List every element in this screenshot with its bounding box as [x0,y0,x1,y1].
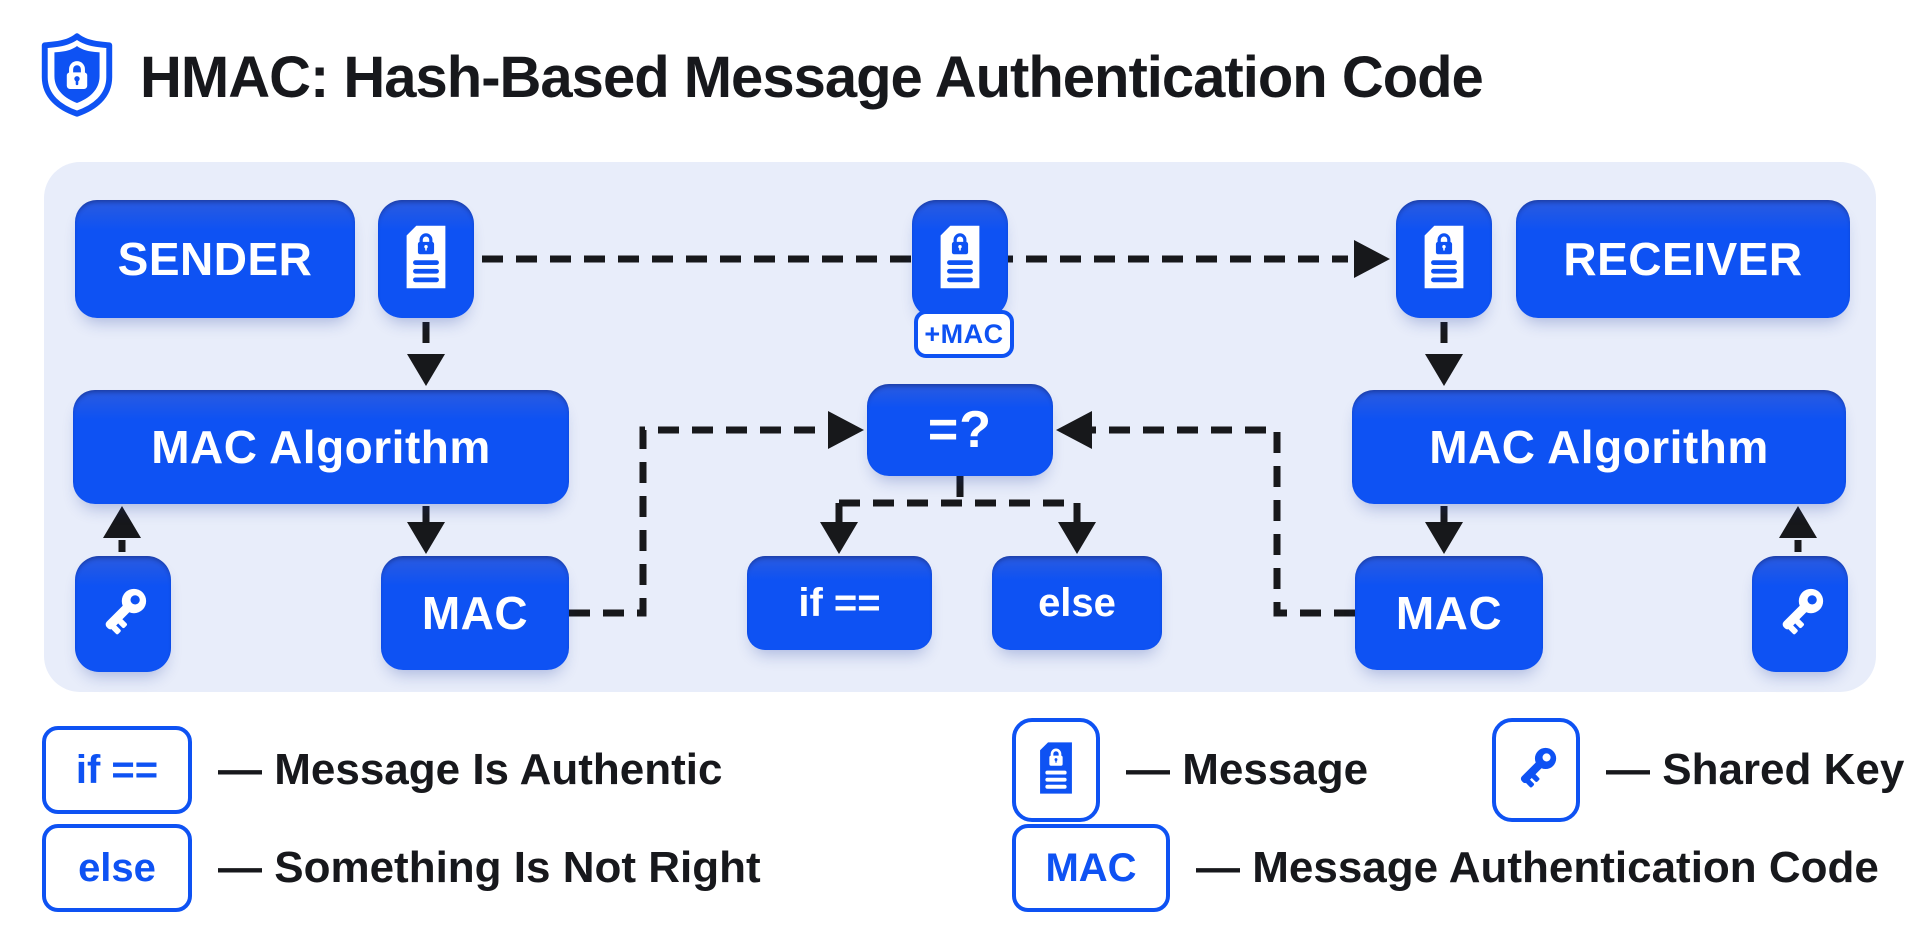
if-chip: if == [42,726,192,814]
header: HMAC: Hash-Based Message Authentication … [36,32,1484,123]
legend-item-authentic: if == — Message Is Authentic [42,726,723,814]
key-icon [1769,581,1831,648]
mac-chip: MAC [1012,824,1170,912]
shared-key-right-box [1752,556,1848,672]
legend-label: — Message Authentication Code [1196,843,1879,892]
if-box: if == [747,556,932,650]
legend-item-shared-key: — Shared Key [1492,718,1905,822]
compare-box: =? [867,384,1053,476]
transit-message-box [912,200,1008,318]
message-icon [1033,738,1079,803]
message-icon [398,221,454,298]
sender-message-box [378,200,474,318]
message-icon [932,221,988,298]
key-icon [92,581,154,648]
legend-item-message: — Message [1012,718,1369,822]
receiver-box: RECEIVER [1516,200,1850,318]
plus-mac-badge: +MAC [914,310,1014,358]
else-box: else [992,556,1162,650]
key-icon [1509,741,1563,800]
receiver-message-box [1396,200,1492,318]
message-icon [1416,221,1472,298]
legend-item-mac: MAC — Message Authentication Code [1012,824,1879,912]
mac-left-box: MAC [381,556,569,670]
legend-label: — Message Is Authentic [218,745,723,794]
mac-right-box: MAC [1355,556,1543,670]
legend-item-not-right: else — Something Is Not Right [42,824,761,912]
key-chip [1492,718,1580,822]
else-chip: else [42,824,192,912]
page-title: HMAC: Hash-Based Message Authentication … [140,45,1484,110]
shield-lock-icon [36,32,118,123]
mac-algorithm-right-box: MAC Algorithm [1352,390,1846,504]
message-chip [1012,718,1100,822]
shared-key-left-box [75,556,171,672]
legend-label: — Message [1126,745,1369,794]
sender-box: SENDER [75,200,355,318]
legend-label: — Something Is Not Right [218,843,761,892]
mac-algorithm-left-box: MAC Algorithm [73,390,569,504]
legend-label: — Shared Key [1606,745,1905,794]
